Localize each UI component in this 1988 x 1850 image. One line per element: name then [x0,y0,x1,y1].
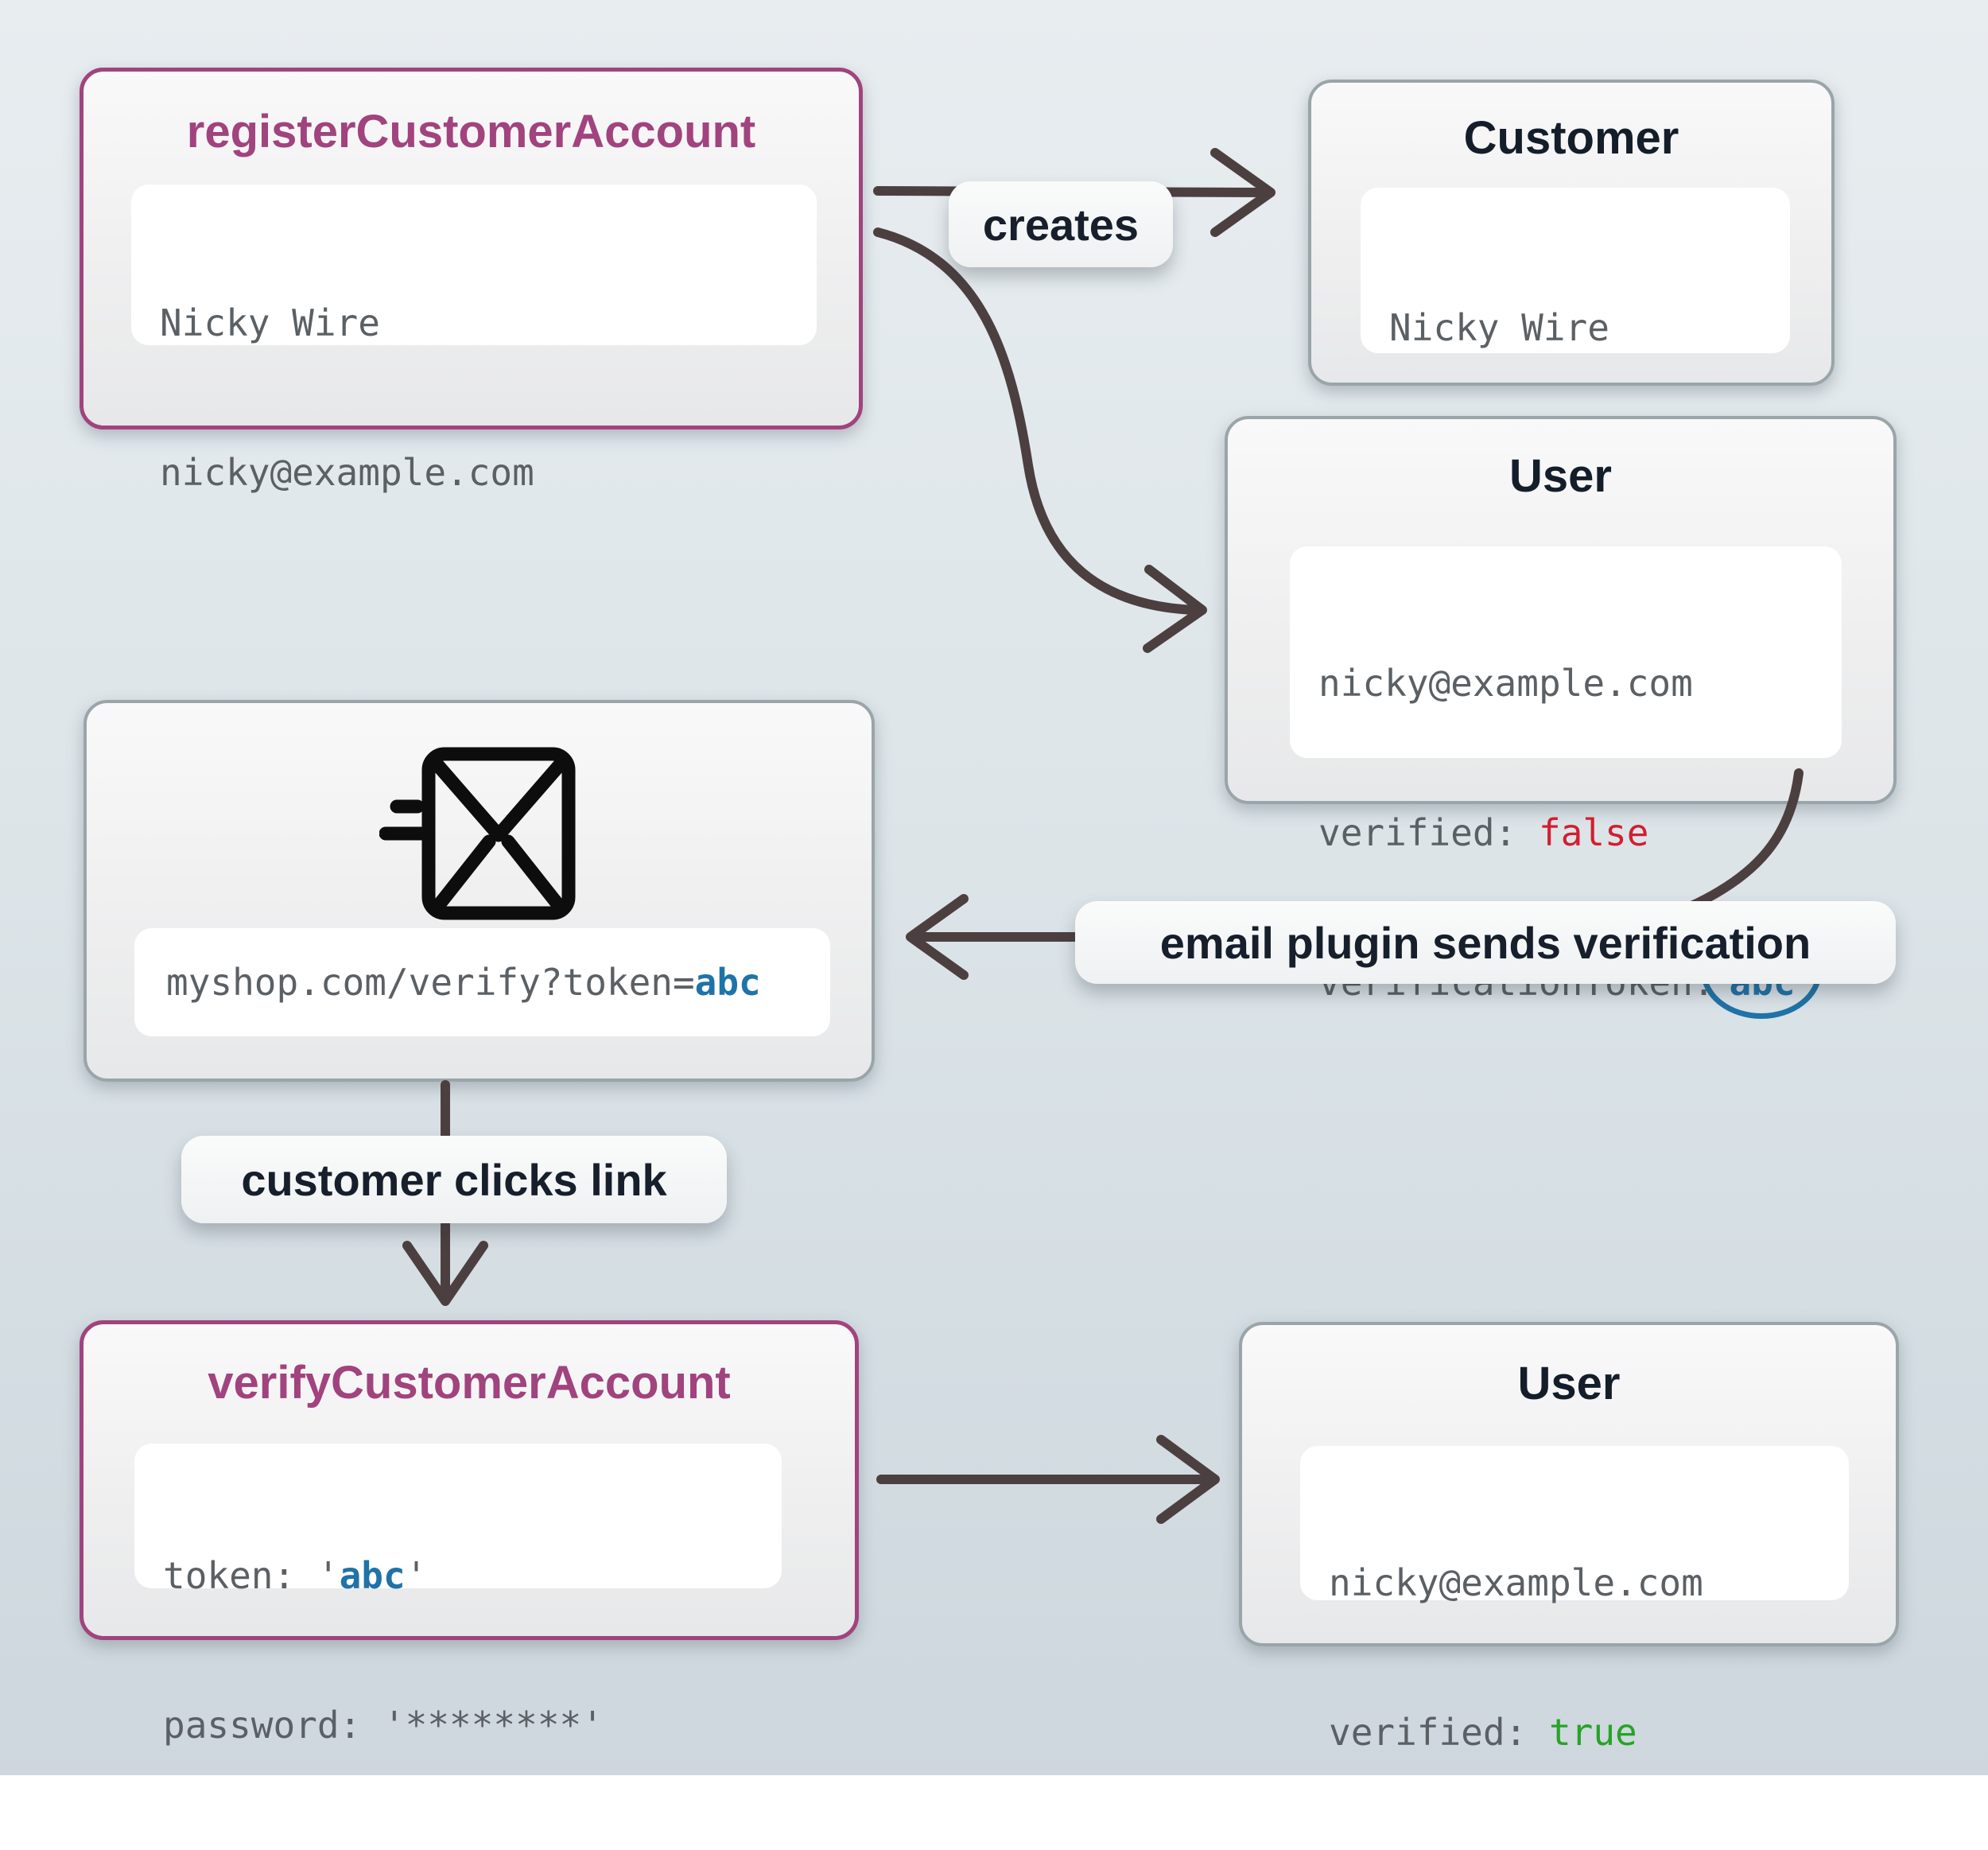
arrowhead-verify-to-user [1156,1435,1220,1524]
user-verified-node: User nicky@example.com verified: true [1239,1322,1899,1754]
register-name-text: Nicky Wire [160,301,380,344]
token-open-quote: ' [316,1554,340,1597]
email-plugin-label: email plugin sends verification [1075,901,1896,984]
arrowhead-register-to-customer [1210,148,1276,237]
user-unverified-node-title: User [1509,450,1612,502]
verify-customer-account-node: verifyCustomerAccount token: 'abc' passw… [80,1320,859,1747]
register-email-text: nicky@example.com [160,451,534,494]
user-unverified-verified-line: verified: false [1318,801,1842,865]
register-customer-account-node: registerCustomerAccount Nicky Wire nicky… [80,68,863,494]
user-verified-verified-line: verified: true [1329,1700,1849,1764]
verify-node-title: verifyCustomerAccount [208,1357,731,1409]
arrowhead-label-to-email [906,894,969,980]
verify-token-line: token: 'abc' [163,1544,782,1607]
token-close-quote: ' [405,1554,428,1597]
connector-token-to-label [1685,768,1804,911]
diagram-canvas: registerCustomerAccount Nicky Wire nicky… [0,0,1988,1775]
verified-label: verified: [1318,811,1539,854]
mail-send-icon [379,747,576,920]
arrow-register-to-user [873,227,1199,615]
user-verified-email-text: nicky@example.com [1329,1561,1703,1604]
verification-url-prefix: myshop.com/verify?token= [166,961,695,1004]
verify-node-card: token: 'abc' password: '********' [134,1444,782,1747]
verification-email-node: myshop.com/verify?token=abc [83,700,875,1082]
verified-value-false: false [1538,811,1649,854]
token-value: abc [339,1554,406,1597]
arrowhead-email-to-verify [402,1241,488,1306]
arrowhead-register-to-user [1143,565,1207,653]
register-node-card: Nicky Wire nicky@example.com [131,185,817,494]
customer-name-text: Nicky Wire [1389,306,1609,349]
password-label: password: [163,1704,383,1747]
user-verified-node-title: User [1517,1358,1621,1409]
verify-password-line: password: '********' [163,1693,782,1757]
verification-link-card: myshop.com/verify?token=abc [134,928,830,1036]
user-verified-node-card: nicky@example.com verified: true [1300,1446,1849,1754]
register-node-title: registerCustomerAccount [186,106,756,157]
creates-label: creates [949,181,1173,267]
user-unverified-email-text: nicky@example.com [1318,662,1693,705]
customer-node-title: Customer [1463,112,1679,164]
verified-label: verified: [1329,1711,1549,1754]
token-label: token: [163,1554,317,1597]
verified-value-true: true [1548,1711,1637,1754]
arrow-layer [402,148,1804,1524]
customer-clicks-link-label: customer clicks link [181,1136,727,1223]
verification-url-token: abc [694,961,761,1004]
password-value: '********' [382,1704,604,1747]
